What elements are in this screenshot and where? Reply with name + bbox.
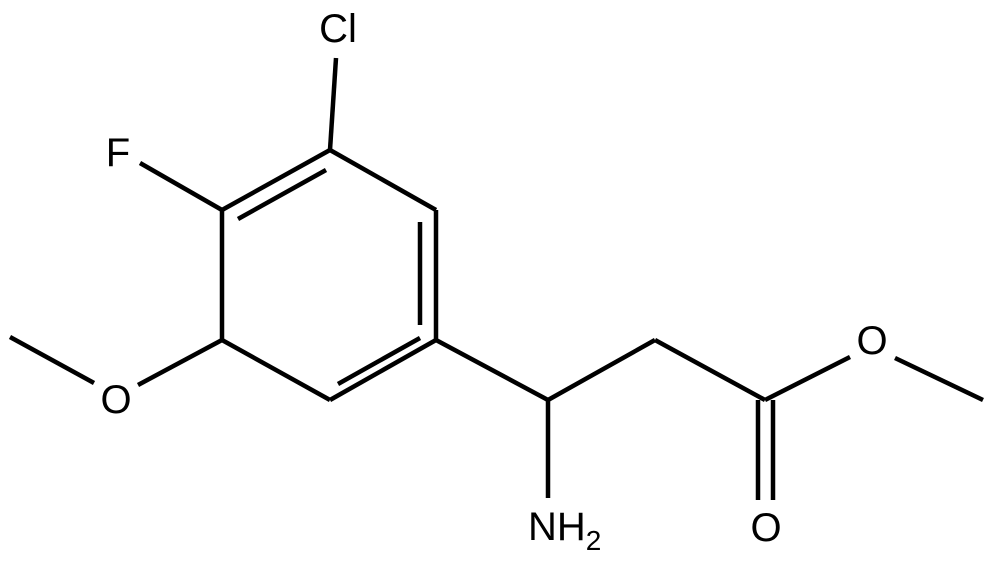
ring-double-bond-inner-3 <box>336 336 422 386</box>
bond-c3-cl <box>327 57 339 151</box>
ring-bond-c5-c6 <box>220 338 332 402</box>
ester-oxygen-label: O <box>856 319 887 363</box>
ether-oxygen-label: O <box>100 378 131 422</box>
bond-carbonyl-ester-o <box>763 354 852 403</box>
bond-ring-ch <box>434 338 550 402</box>
ring-bond-c2-c3 <box>328 148 438 212</box>
bond-o-methyl <box>8 335 96 385</box>
ring-bond-c3-c4 <box>220 148 332 212</box>
ring-double-bond-inner-2 <box>236 168 328 221</box>
chlorine-label: Cl <box>319 7 357 51</box>
bond-c5-o <box>136 338 224 387</box>
bond-ester-o-methyl <box>894 355 984 403</box>
amine-label: NH2 <box>528 505 601 556</box>
bonds <box>8 57 984 500</box>
fluorine-label: F <box>106 131 130 175</box>
bond-ch2-carbonyl <box>653 338 767 402</box>
atom-labels: Cl F O O O NH2 <box>100 7 887 556</box>
ring-bond-c6-c1 <box>328 338 438 402</box>
bond-c4-f <box>138 161 224 212</box>
amine-text: NH <box>528 505 586 549</box>
amine-subscript: 2 <box>586 525 602 556</box>
bond-ch-ch2 <box>546 338 657 402</box>
carbonyl-oxygen-label: O <box>750 506 781 550</box>
